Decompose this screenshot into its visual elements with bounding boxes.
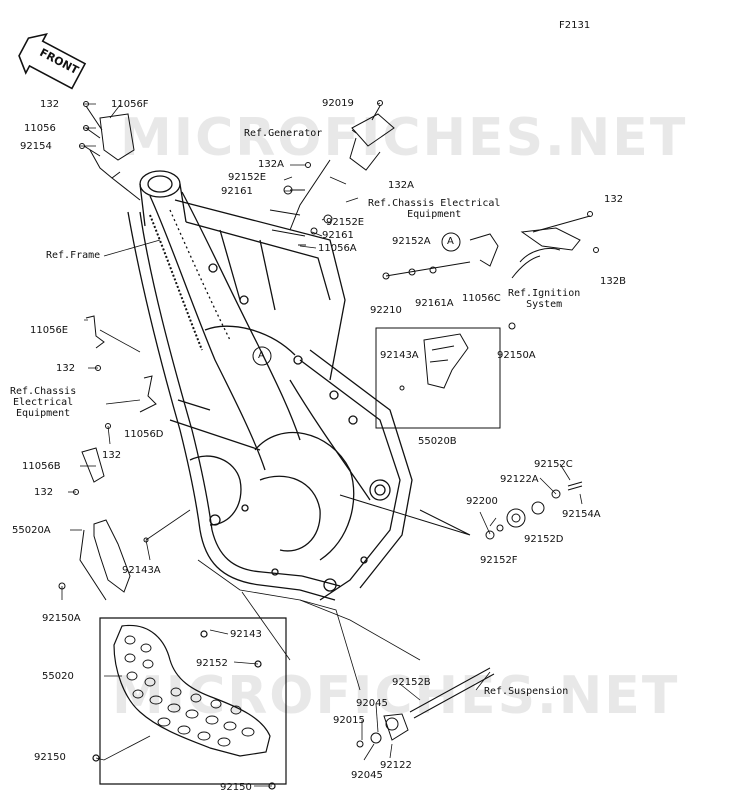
generator-bracket — [269, 100, 395, 246]
label-132-b: 132 — [34, 487, 54, 498]
guard-55020b — [375, 322, 516, 429]
label-92150-bottom: 92150 — [220, 782, 252, 793]
label-92161-2: 92161 — [322, 230, 354, 241]
label-92045-2: 92045 — [351, 770, 383, 781]
label-92015: 92015 — [333, 715, 365, 726]
label-92143: 92143 — [230, 629, 262, 640]
label-92152a: 92152A — [392, 236, 431, 247]
front-arrow-icon — [18, 32, 87, 90]
label-92150a-left: 92150A — [42, 613, 81, 624]
frame — [127, 170, 413, 601]
label-ref-chassis-electrical-left: Ref.Chassis Electrical Equipment — [10, 386, 77, 419]
label-11056f: 11056F — [111, 99, 149, 110]
callout-a-label-bracket: A — [447, 236, 454, 247]
leader-lines — [61, 102, 583, 787]
bracket-11056f — [79, 101, 141, 201]
label-ref-generator: Ref.Generator — [244, 128, 323, 139]
label-92161-1: 92161 — [221, 186, 253, 197]
skid-plate-55020 — [92, 617, 287, 790]
label-92019: 92019 — [322, 98, 354, 109]
label-92045-1: 92045 — [356, 698, 388, 709]
label-92152f: 92152F — [480, 555, 518, 566]
label-92122: 92122 — [380, 760, 412, 771]
label-92150a-right: 92150A — [497, 350, 536, 361]
label-132a-1: 132A — [258, 159, 284, 170]
label-11056c: 11056C — [462, 293, 501, 304]
label-92161a: 92161A — [415, 298, 454, 309]
pivot-parts — [339, 481, 583, 540]
label-92152b: 92152B — [392, 677, 431, 688]
label-92200: 92200 — [466, 496, 498, 507]
pivot-shaft — [356, 667, 495, 748]
label-11056: 11056 — [24, 123, 56, 134]
label-92152: 92152 — [196, 658, 228, 669]
label-55020b: 55020B — [418, 436, 457, 447]
label-11056e: 11056E — [30, 325, 69, 336]
bracket-11056e — [85, 315, 105, 371]
label-ref-ignition-system: Ref.Ignition System — [508, 288, 581, 310]
label-ref-suspension: Ref.Suspension — [484, 686, 569, 697]
bracket-11056b — [73, 447, 105, 495]
label-92154a: 92154A — [562, 509, 601, 520]
label-132a-2: 132A — [388, 180, 414, 191]
label-132-d: 132 — [102, 450, 122, 461]
figure-code: F2131 — [559, 20, 591, 31]
label-92154: 92154 — [20, 141, 52, 152]
label-132-right: 132 — [604, 194, 624, 205]
watermark-bottom: MICROFICHES.NET — [112, 666, 680, 726]
label-55020: 55020 — [42, 671, 74, 682]
label-11056d: 11056D — [124, 429, 164, 440]
label-92143a-right: 92143A — [380, 350, 419, 361]
label-132: 132 — [40, 99, 60, 110]
label-92210: 92210 — [370, 305, 402, 316]
bracket-11056d — [105, 375, 157, 429]
label-92143a-left: 92143A — [122, 565, 161, 576]
label-55020a: 55020A — [12, 525, 51, 536]
label-92152c: 92152C — [534, 459, 573, 470]
guard-55020a — [58, 519, 149, 601]
label-132-e: 132 — [56, 363, 76, 374]
label-92150-left: 92150 — [34, 752, 66, 763]
callout-a-bracket — [441, 232, 461, 252]
label-11056b: 11056B — [22, 461, 61, 472]
label-92152e-1: 92152E — [228, 172, 267, 183]
label-11056a: 11056A — [318, 243, 357, 254]
watermark-top: MICROFICHES.NET — [120, 108, 688, 168]
label-ref-chassis-electrical-top: Ref.Chassis Electrical Equipment — [368, 198, 501, 220]
label-92122a: 92122A — [500, 474, 539, 485]
label-ref-frame: Ref.Frame — [46, 250, 101, 261]
bracket-11056c — [382, 211, 599, 280]
callout-a-frame — [252, 346, 272, 366]
callout-a-label-frame: A — [258, 350, 265, 361]
label-92152e-2: 92152E — [326, 217, 365, 228]
label-92152d: 92152D — [524, 534, 564, 545]
label-132b: 132B — [600, 276, 626, 287]
